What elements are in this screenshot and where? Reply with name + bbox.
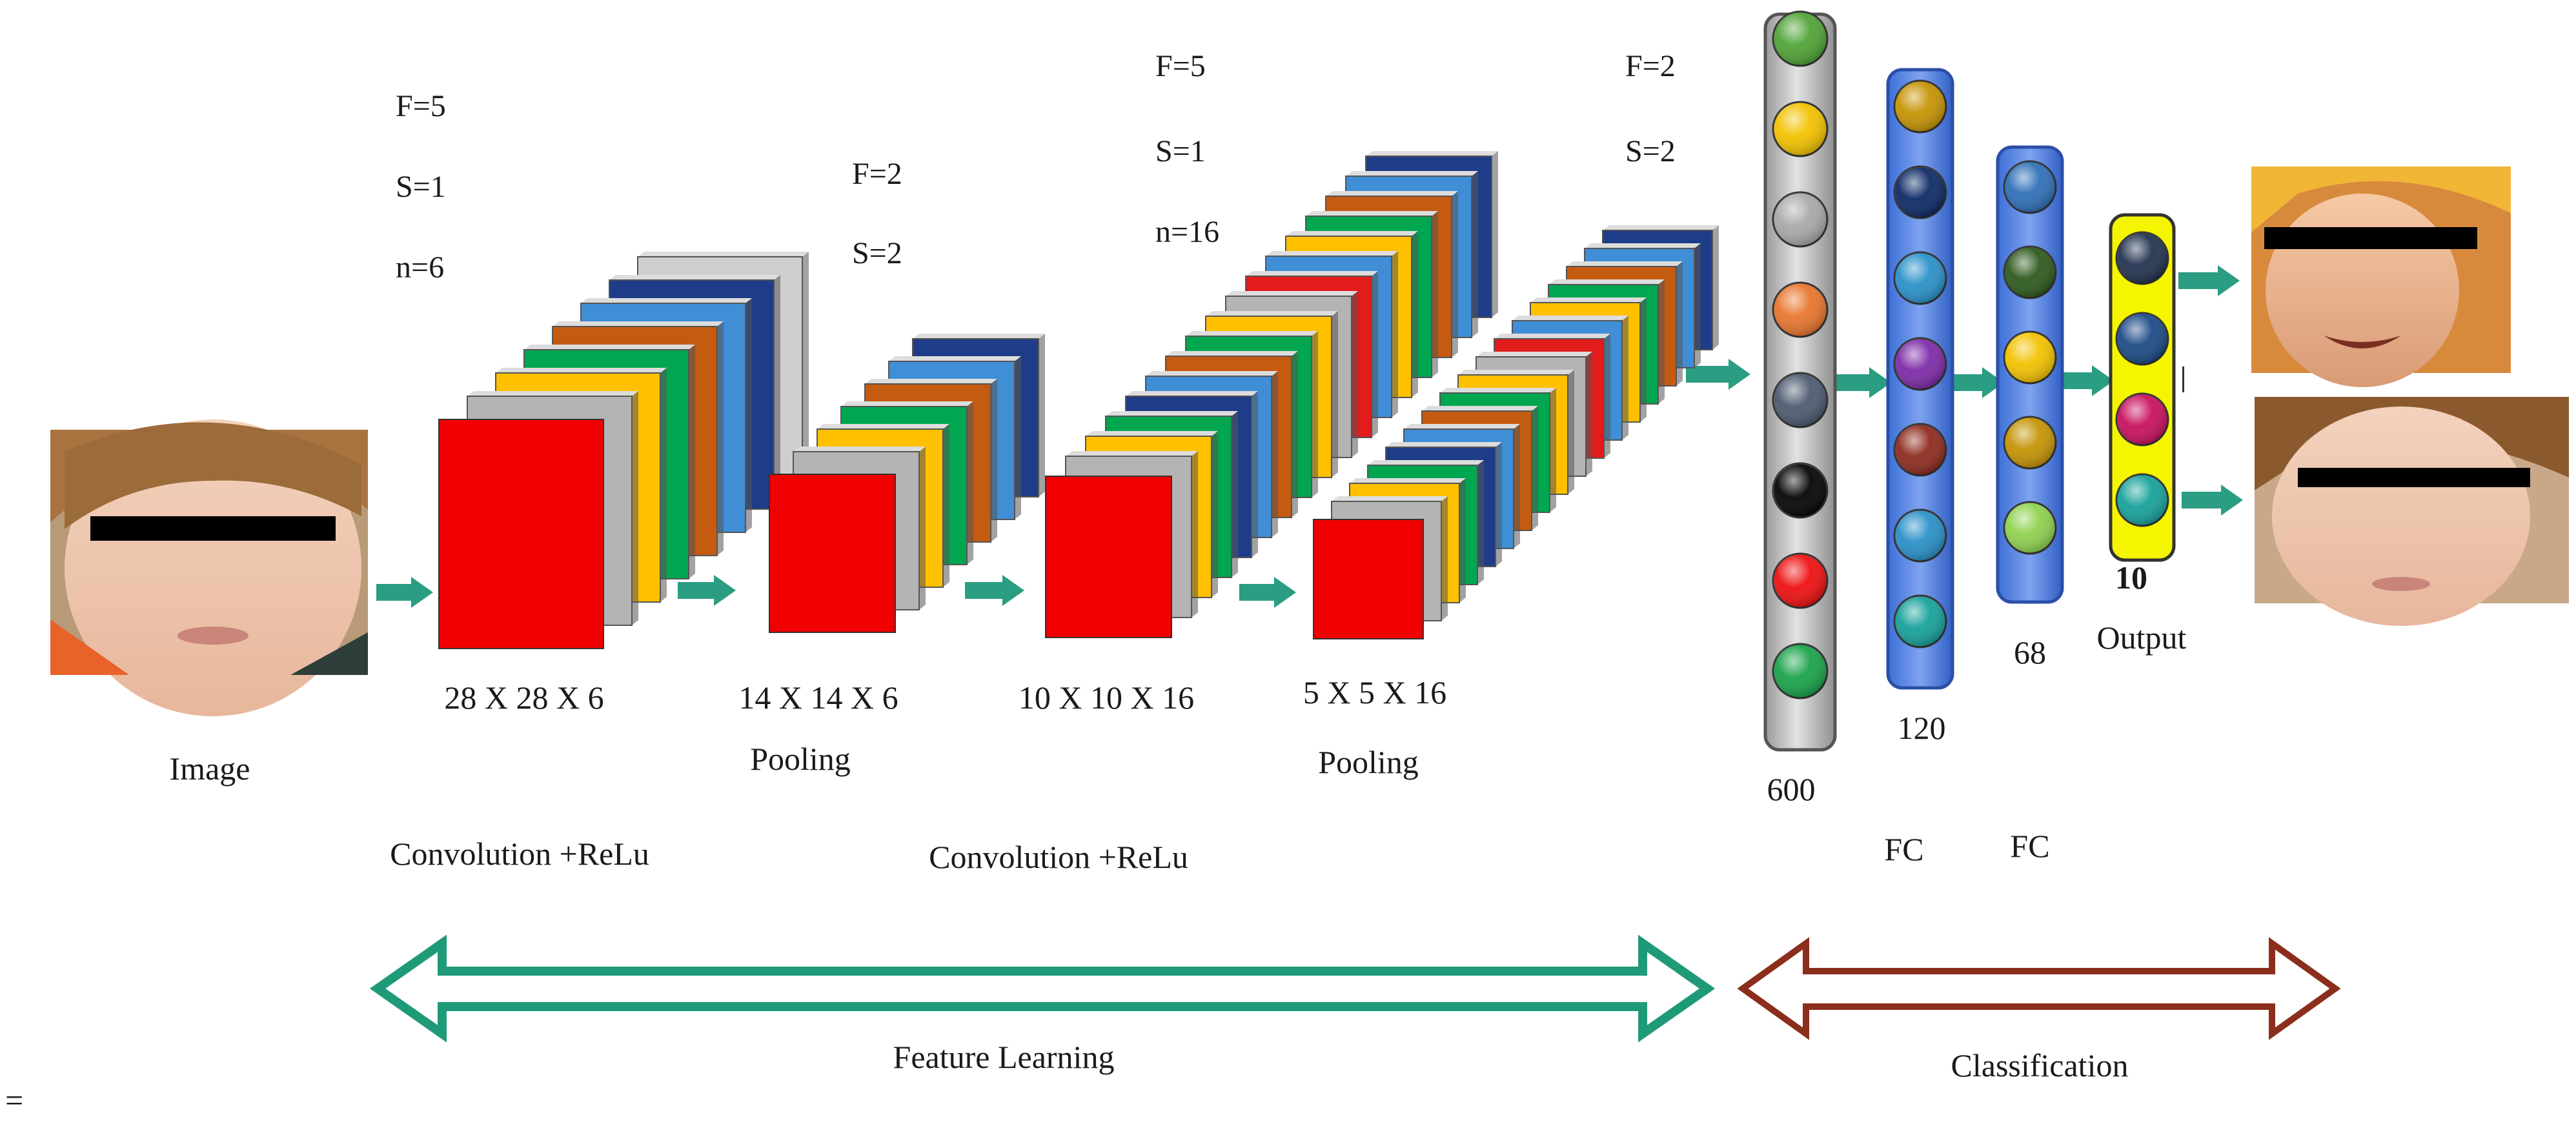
conv-caption-1: Convolution +ReLu bbox=[390, 836, 649, 872]
neuron-node-gloss bbox=[1894, 338, 1946, 390]
eye-mask-bar bbox=[2298, 468, 2530, 487]
stage-2-caption: Pooling bbox=[750, 741, 851, 777]
dense-68-type: FC bbox=[2010, 828, 2049, 864]
neuron-node-gloss bbox=[2004, 332, 2056, 383]
dense-120-type: FC bbox=[1884, 831, 1923, 867]
stage-1-param-s: S=1 bbox=[396, 170, 446, 204]
neuron-node-gloss bbox=[2116, 232, 2168, 284]
feature-map-front bbox=[769, 474, 896, 633]
output-label: Output bbox=[2097, 619, 2187, 656]
feature-map-stack-2 bbox=[769, 334, 1045, 633]
neuron-node-gloss bbox=[2004, 502, 2056, 554]
neuron-node-gloss bbox=[2004, 246, 2056, 298]
dense-layer-68 bbox=[1996, 145, 2064, 604]
neuron-node-gloss bbox=[1894, 252, 1946, 304]
dense-layer-10 bbox=[2109, 213, 2176, 562]
neuron-node-gloss bbox=[1773, 192, 1827, 246]
classification-label: Classification bbox=[1951, 1047, 2129, 1083]
neuron-node-gloss bbox=[2116, 394, 2168, 445]
flow-arrow-6 bbox=[1836, 367, 1891, 398]
dense-600-units: 600 bbox=[1767, 771, 1816, 807]
stage-4-param-s: S=2 bbox=[1625, 134, 1676, 168]
flow-arrow-4 bbox=[1239, 577, 1296, 608]
conv-caption-2: Convolution +ReLu bbox=[929, 839, 1188, 875]
stage-2-param-s: S=2 bbox=[852, 236, 902, 270]
feature-map-front bbox=[1313, 519, 1424, 639]
feature-map-front bbox=[1045, 476, 1172, 638]
edge-mark: = bbox=[5, 1082, 23, 1118]
layer-column bbox=[2109, 213, 2176, 562]
feature-map-stack-4 bbox=[1313, 225, 1719, 639]
stage-3-param-s: S=1 bbox=[1155, 134, 1206, 168]
neuron-node-gloss bbox=[1773, 12, 1827, 66]
feature-map-stack-1 bbox=[438, 252, 809, 649]
stage-2-param-f: F=2 bbox=[852, 157, 902, 191]
neuron-node-gloss bbox=[2004, 161, 2056, 213]
output-face-image-2 bbox=[2255, 397, 2569, 626]
neuron-node-gloss bbox=[1773, 283, 1827, 337]
flow-arrow-7 bbox=[1949, 367, 2004, 398]
neuron-node-gloss bbox=[2116, 313, 2168, 365]
stage-1-param-f: F=5 bbox=[396, 89, 446, 123]
output-units: 10 bbox=[2115, 559, 2147, 596]
input-label: Image bbox=[170, 750, 250, 787]
eye-mask-bar bbox=[2264, 227, 2477, 249]
eye-mask-bar bbox=[90, 516, 336, 541]
input-face-image bbox=[50, 419, 368, 716]
feature-map-stacks bbox=[438, 151, 1719, 649]
stage-3-param-n: n=16 bbox=[1155, 215, 1219, 249]
output-face-image-1 bbox=[2251, 166, 2511, 387]
neuron-node-gloss bbox=[1773, 102, 1827, 156]
dense-layer-120 bbox=[1886, 68, 1954, 690]
flow-arrow-8 bbox=[2061, 365, 2114, 396]
neuron-node-gloss bbox=[1773, 463, 1827, 518]
stage-4-param-f: F=2 bbox=[1625, 49, 1676, 83]
feature-map-stack-3 bbox=[1045, 151, 1498, 638]
dense-layers bbox=[1763, 10, 2176, 752]
feature-map-front bbox=[438, 419, 604, 649]
neuron-node-gloss bbox=[1773, 554, 1827, 608]
flow-arrow-5 bbox=[1686, 359, 1750, 390]
flow-arrow-9 bbox=[2178, 265, 2240, 296]
flow-arrow-1 bbox=[376, 577, 433, 608]
feature-learning-arrow bbox=[369, 934, 1716, 1043]
dense-120-units: 120 bbox=[1898, 710, 1946, 746]
neuron-node-gloss bbox=[1894, 81, 1946, 132]
tick-mark bbox=[2182, 367, 2184, 392]
neuron-node-gloss bbox=[1894, 596, 1946, 647]
stage-4-dims: 5 X 5 X 16 bbox=[1303, 674, 1446, 710]
stage-2-dims: 14 X 14 X 6 bbox=[738, 679, 898, 716]
neuron-node-gloss bbox=[2004, 417, 2056, 468]
dense-68-units: 68 bbox=[2014, 634, 2046, 670]
classification-arrow bbox=[1737, 937, 2341, 1040]
flow-arrows bbox=[376, 265, 2243, 608]
stage-3-dims: 10 X 10 X 16 bbox=[1019, 679, 1194, 716]
feature-learning-label: Feature Learning bbox=[893, 1039, 1115, 1075]
neuron-node-gloss bbox=[1773, 373, 1827, 427]
stage-1-dims: 28 X 28 X 6 bbox=[444, 679, 603, 716]
neuron-node-gloss bbox=[2116, 474, 2168, 526]
stage-1-param-n: n=6 bbox=[396, 250, 444, 285]
stage-4-caption: Pooling bbox=[1318, 744, 1419, 780]
dense-layer-600 bbox=[1763, 10, 1837, 752]
flow-arrow-10 bbox=[2182, 485, 2243, 516]
neuron-node-gloss bbox=[1894, 510, 1946, 561]
flow-arrow-2 bbox=[678, 575, 736, 606]
neuron-node-gloss bbox=[1894, 424, 1946, 476]
neuron-node-gloss bbox=[1773, 644, 1827, 698]
neuron-node-gloss bbox=[1894, 166, 1946, 218]
stage-3-param-f: F=5 bbox=[1155, 49, 1206, 83]
flow-arrow-3 bbox=[965, 575, 1024, 606]
